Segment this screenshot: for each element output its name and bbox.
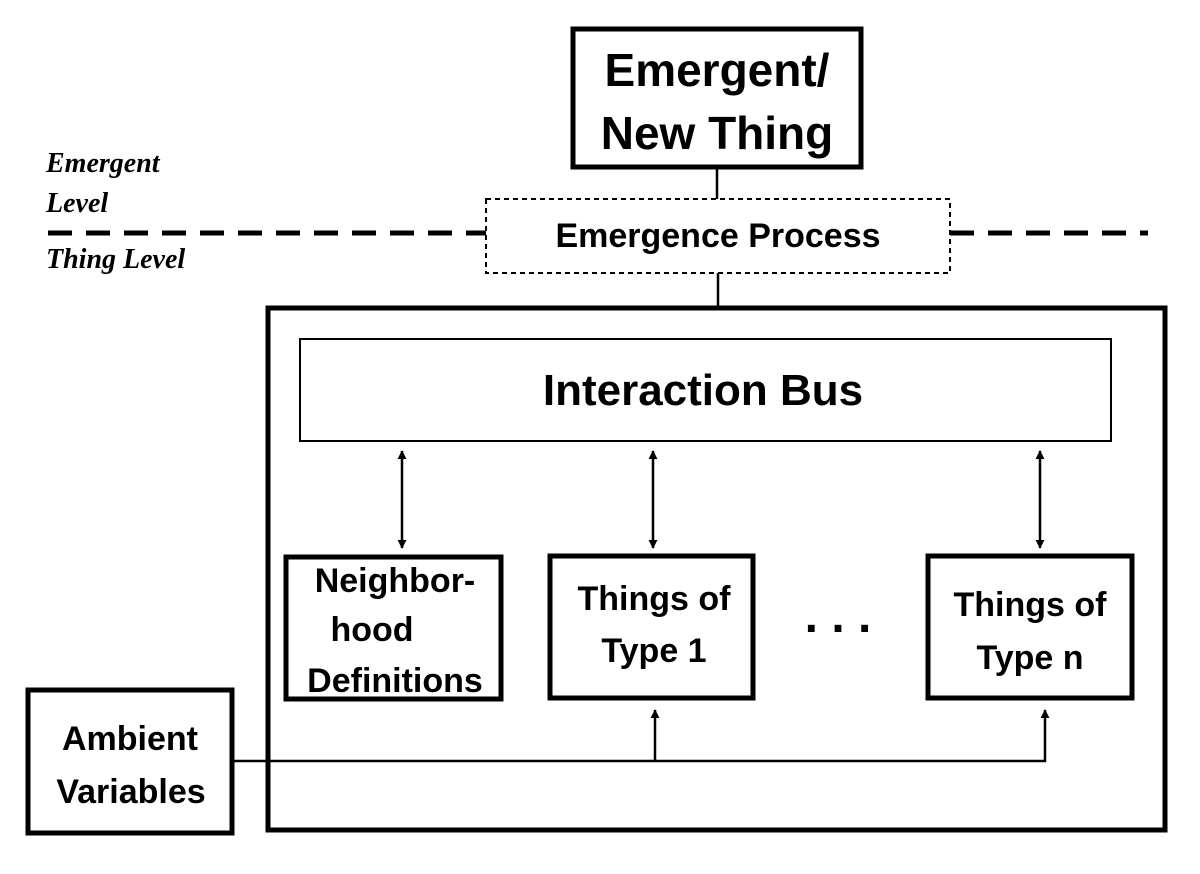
emergent-level-label-line2: Level bbox=[45, 188, 108, 219]
neighborhood-line3: Definitions bbox=[307, 662, 483, 700]
thing-level-container bbox=[265, 305, 1168, 833]
things-typen-box: Things of Type n bbox=[925, 553, 1135, 701]
typen-line2: Type n bbox=[976, 639, 1083, 677]
type1-line1: Things of bbox=[578, 580, 732, 618]
ellipsis: . . . bbox=[805, 590, 872, 643]
emergence-process-label: Emergence Process bbox=[555, 217, 880, 255]
emergence-process-box: Emergence Process bbox=[485, 198, 951, 274]
ambient-line1: Ambient bbox=[62, 720, 198, 758]
interaction-bus-box: Interaction Bus bbox=[299, 338, 1112, 442]
thing-level-label: Thing Level bbox=[46, 244, 185, 275]
emergent-thing-line1: Emergent/ bbox=[605, 44, 830, 96]
neighborhood-line1: Neighbor- bbox=[315, 562, 476, 600]
emergent-new-thing-box: Emergent/ New Thing bbox=[570, 26, 864, 170]
typen-line1: Things of bbox=[954, 586, 1108, 624]
type1-line2: Type 1 bbox=[601, 632, 706, 670]
things-type1-box: Things of Type 1 bbox=[547, 553, 756, 701]
neighborhood-definitions-box: Neighbor- hood Definitions bbox=[283, 554, 504, 702]
ambient-to-typen-arrow bbox=[234, 709, 1050, 763]
ambient-line2: Variables bbox=[56, 773, 205, 811]
ambient-variables-box: Ambient Variables bbox=[25, 687, 235, 836]
emergent-thing-line2: New Thing bbox=[601, 107, 834, 159]
neighborhood-line2: hood bbox=[330, 611, 413, 649]
interaction-bus-label: Interaction Bus bbox=[543, 366, 863, 415]
emergent-level-label-line1: Emergent bbox=[45, 148, 161, 179]
